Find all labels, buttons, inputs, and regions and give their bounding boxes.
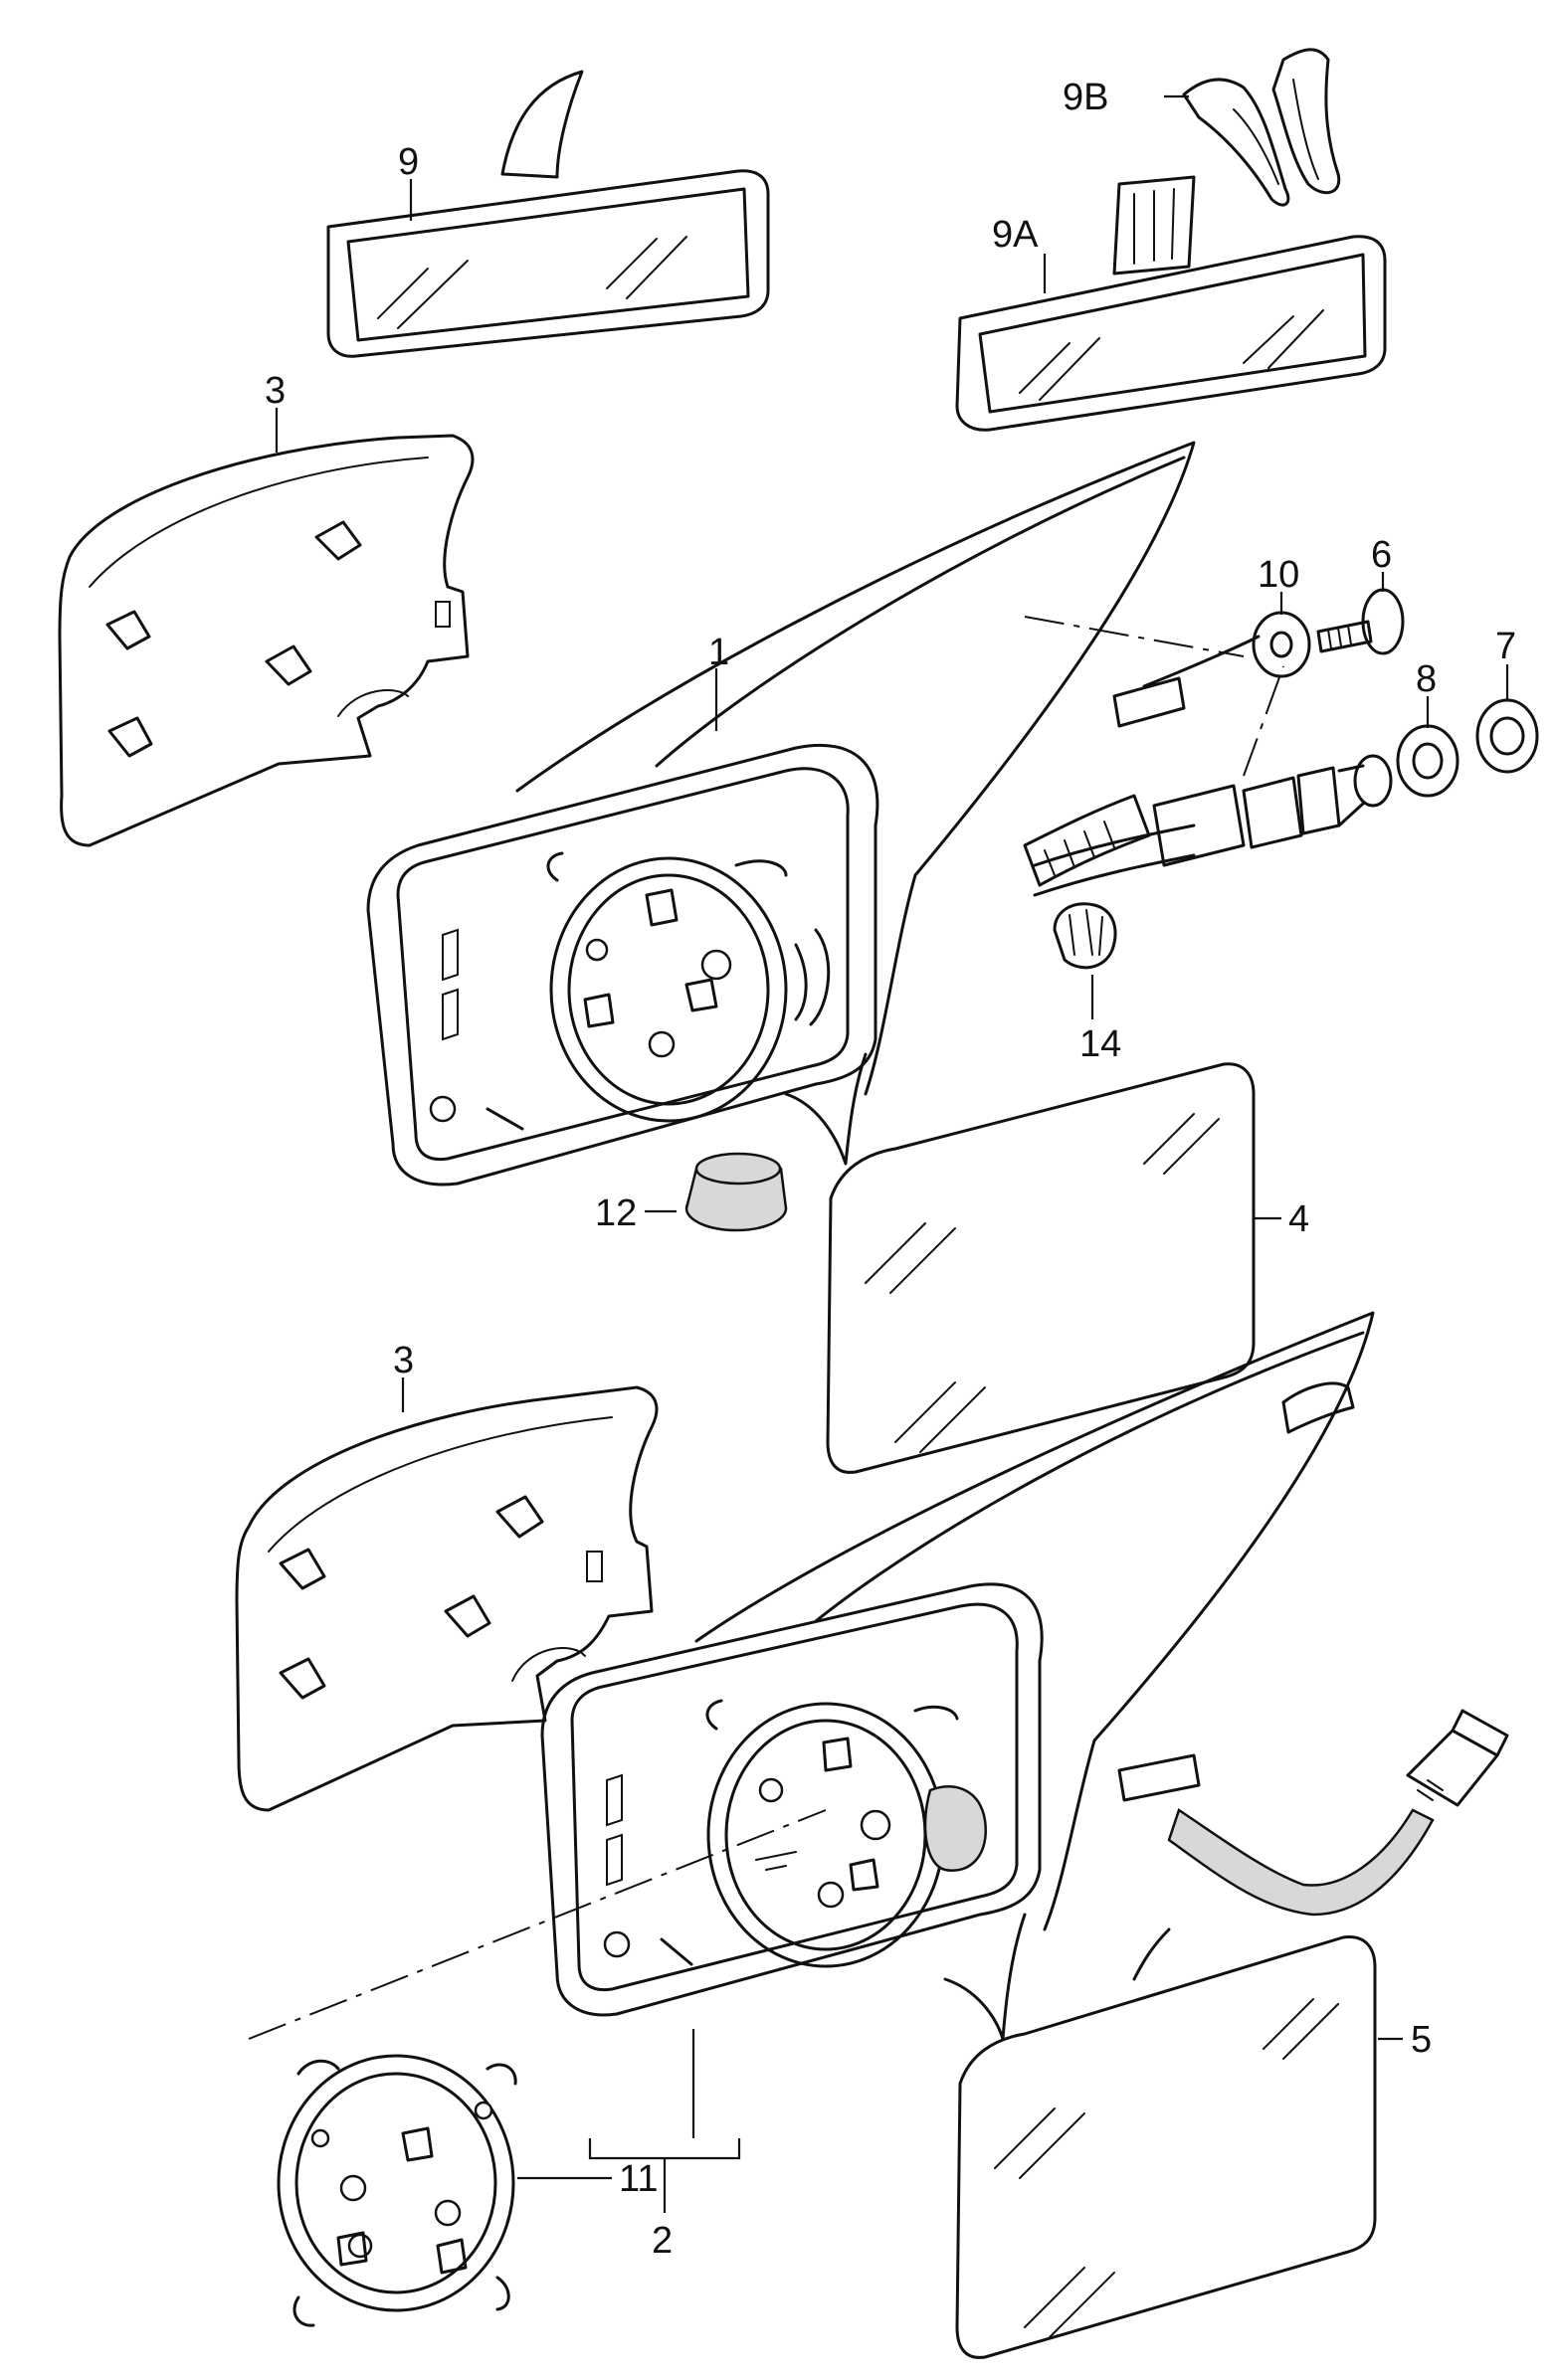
callout-9: 9 xyxy=(398,141,419,183)
part-9B-mounting-clip xyxy=(1182,48,1341,207)
callout-8: 8 xyxy=(1416,658,1437,700)
part-9A-interior-mirror xyxy=(955,175,1387,432)
axis-line-top xyxy=(1024,616,1284,777)
callout-1: 1 xyxy=(708,632,729,673)
callout-5: 5 xyxy=(1411,2019,1432,2061)
adjuster-cable-assembly xyxy=(1023,754,1393,887)
part-11-adjusting-motor xyxy=(277,2054,517,2327)
part-5-mirror-glass xyxy=(955,1935,1377,2359)
part-6-screw xyxy=(1316,588,1405,655)
part-3-housing-cover-bottom xyxy=(235,1385,659,1812)
part-2-mirror-housing xyxy=(540,1311,1375,2041)
callout-3-top: 3 xyxy=(265,370,286,412)
part-10-washer xyxy=(1252,611,1311,678)
callout-3-bottom: 3 xyxy=(393,1340,414,1381)
callout-labels: 1 2 3 3 4 5 6 7 8 9 9A 9B 10 11 12 14 xyxy=(265,77,1516,2262)
part-4-mirror-glass xyxy=(826,1062,1256,1474)
callout-4: 4 xyxy=(1288,1198,1309,1240)
callout-10: 10 xyxy=(1258,554,1299,596)
part-9-interior-mirror xyxy=(326,70,770,358)
callout-12: 12 xyxy=(595,1192,637,1234)
callout-9A: 9A xyxy=(992,214,1039,256)
callout-14: 14 xyxy=(1079,1023,1121,1065)
part-3-housing-cover-top xyxy=(58,434,475,847)
axis-line-bottom xyxy=(248,1809,827,2040)
leader-lines xyxy=(275,94,1509,2213)
part-14-clip xyxy=(1053,902,1117,970)
callout-9B: 9B xyxy=(1063,77,1108,118)
part-7-cap xyxy=(1475,698,1539,774)
callout-11: 11 xyxy=(619,2158,658,2200)
part-12-plug xyxy=(684,1152,788,1232)
wiring-harness-connector xyxy=(1167,1709,1509,1917)
callout-6: 6 xyxy=(1371,534,1392,576)
callout-2: 2 xyxy=(652,2220,673,2262)
part-1-mirror-housing xyxy=(366,441,1261,1187)
part-8-grommet xyxy=(1396,724,1459,798)
callout-7: 7 xyxy=(1495,626,1516,667)
